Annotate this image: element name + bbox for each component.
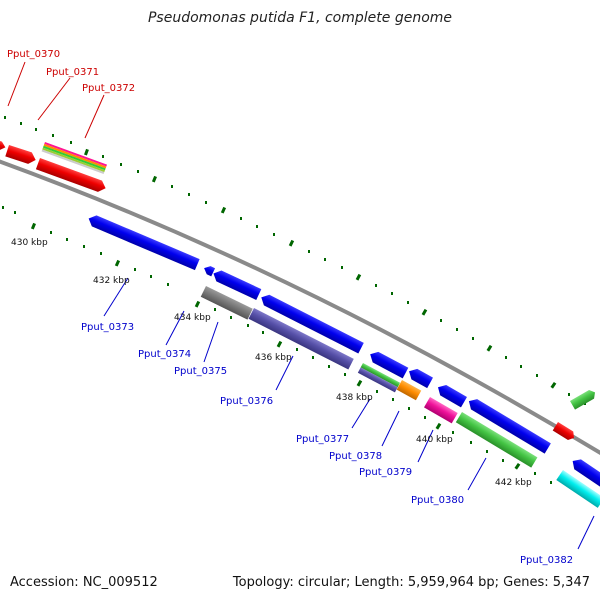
gene-block-pput-0375[interactable]	[200, 286, 253, 320]
gene-label-pput-0378[interactable]: Pput_0378	[329, 451, 382, 462]
tick-label: 432 kbp	[93, 276, 130, 286]
reverse-genes	[86, 213, 600, 508]
forward-genes	[0, 139, 598, 442]
tick-label: 438 kbp	[336, 393, 373, 403]
gene-block-pput-0376[interactable]	[248, 308, 354, 370]
gene-label-pput-0380[interactable]: Pput_0380	[411, 495, 464, 506]
gene-block-pput-0376-upper[interactable]	[259, 292, 364, 354]
forward-callout-lines	[7, 61, 105, 139]
gene-block-pput-0382[interactable]	[556, 470, 600, 508]
accession-label: Accession: NC_009512	[10, 575, 158, 590]
gene-label-pput-0377[interactable]: Pput_0377	[296, 434, 349, 445]
gene-block-pput-0377[interactable]	[357, 363, 401, 393]
gene-label-pput-0371[interactable]: Pput_0371	[46, 67, 99, 78]
gene-block-pput-0378-upper[interactable]	[406, 366, 433, 389]
tick-label: 436 kbp	[255, 353, 292, 363]
tick-label: 442 kbp	[495, 478, 532, 488]
gene-block-pput-0371[interactable]	[41, 142, 108, 174]
tick-labels: 430 kbp 432 kbp 434 kbp 436 kbp 438 kbp …	[11, 238, 532, 488]
gene-label-pput-0376[interactable]: Pput_0376	[220, 396, 273, 407]
gene-block-right-red[interactable]	[552, 422, 577, 442]
gene-block-pput-0370[interactable]	[5, 145, 37, 166]
gene-label-pput-0370[interactable]: Pput_0370	[7, 49, 60, 60]
genome-backbone	[0, 159, 600, 456]
map-title: Pseudomonas putida F1, complete genome	[147, 10, 453, 26]
gene-label-pput-0375[interactable]: Pput_0375	[174, 366, 227, 377]
gene-block-pput-0373[interactable]	[86, 213, 200, 271]
gene-block-pput-0379-upper[interactable]	[435, 382, 467, 408]
gene-block-pput-0374[interactable]	[211, 268, 262, 301]
reverse-callout-lines	[103, 277, 595, 550]
gene-block-pput-0374-small[interactable]	[202, 264, 216, 277]
gene-block-pput-0378[interactable]	[396, 380, 422, 401]
tick-label: 440 kbp	[416, 435, 453, 445]
gene-block-pput-0380[interactable]	[455, 412, 538, 468]
tick-label: 430 kbp	[11, 238, 48, 248]
gene-block-pput-0380-upper[interactable]	[466, 396, 551, 454]
gene-block-pput-0379[interactable]	[424, 397, 458, 424]
genome-summary: Topology: circular; Length: 5,959,964 bp…	[232, 575, 590, 590]
gene-label-pput-0373[interactable]: Pput_0373	[81, 322, 134, 333]
gene-block-pput-0381[interactable]	[569, 456, 600, 489]
gene-block-pput-0372[interactable]	[35, 158, 108, 194]
gene-block-pput-0377-upper[interactable]	[367, 349, 409, 379]
gene-label-pput-0379[interactable]: Pput_0379	[359, 467, 412, 478]
gene-label-pput-0374[interactable]: Pput_0374	[138, 349, 191, 360]
forward-gene-labels: Pput_0370 Pput_0371 Pput_0372	[7, 49, 135, 94]
gene-block-pput-0369[interactable]	[0, 139, 7, 152]
tick-track-lower	[2, 206, 552, 484]
gene-label-pput-0382[interactable]: Pput_0382	[520, 555, 573, 566]
gene-block-right-green[interactable]	[570, 388, 598, 410]
gene-label-pput-0372[interactable]: Pput_0372	[82, 83, 135, 94]
tick-label: 434 kbp	[174, 313, 211, 323]
tick-track-upper	[4, 116, 586, 405]
reverse-gene-labels: Pput_0373 Pput_0374 Pput_0375 Pput_0376 …	[81, 322, 573, 566]
